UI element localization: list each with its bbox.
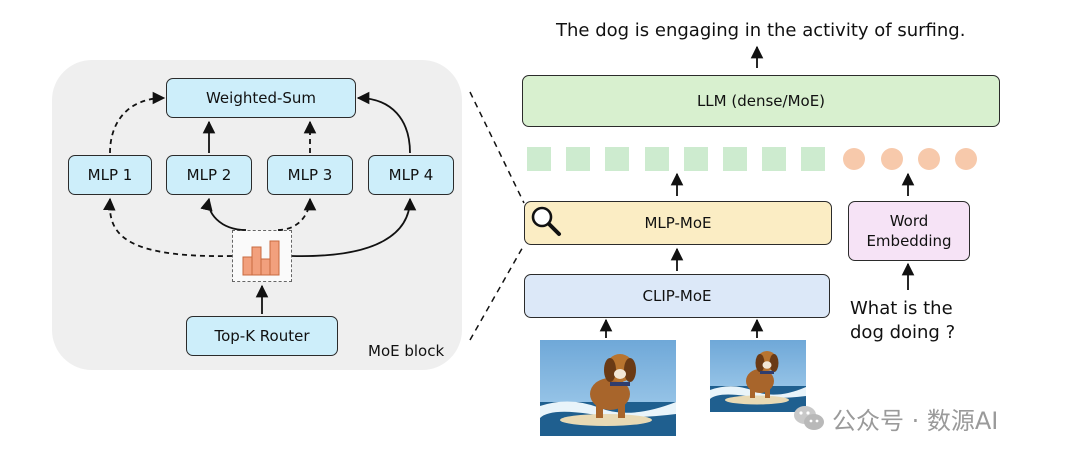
visual-token (566, 147, 590, 171)
expert-mlp-4: MLP 4 (368, 155, 454, 195)
weighted-sum-box: Weighted-Sum (166, 78, 356, 118)
bar-chart-icon (232, 230, 292, 282)
output-text: The dog is engaging in the activity of s… (556, 20, 966, 41)
word-embedding-box: Word Embedding (848, 201, 970, 261)
expert-mlp-3: MLP 3 (267, 155, 353, 195)
visual-token (723, 147, 747, 171)
visual-token (801, 147, 825, 171)
llm-box: LLM (dense/MoE) (522, 75, 1000, 127)
word-embedding-label: Word Embedding (866, 212, 952, 250)
visual-token (684, 147, 708, 171)
text-token (843, 148, 865, 170)
text-token (955, 148, 977, 170)
visual-token (605, 147, 629, 171)
question-line-2: dog doing ? (850, 322, 956, 343)
visual-token (762, 147, 786, 171)
surfing-dog-image-small (710, 340, 806, 412)
wechat-icon (792, 401, 826, 435)
watermark-text: 公众号 · 数源AI (832, 407, 999, 435)
text-token (918, 148, 940, 170)
text-token (881, 148, 903, 170)
question-line-1: What is the (850, 298, 953, 319)
visual-token (645, 147, 669, 171)
magnifier-icon (528, 203, 564, 239)
mlp-moe-box: MLP-MoE (524, 201, 832, 245)
moe-block-label: MoE block (368, 342, 445, 360)
visual-token (527, 147, 551, 171)
top-k-router-box: Top-K Router (186, 316, 338, 356)
surfing-dog-image (540, 340, 676, 436)
expert-mlp-1: MLP 1 (68, 155, 152, 195)
clip-moe-box: CLIP-MoE (524, 274, 830, 318)
expert-mlp-2: MLP 2 (166, 155, 252, 195)
